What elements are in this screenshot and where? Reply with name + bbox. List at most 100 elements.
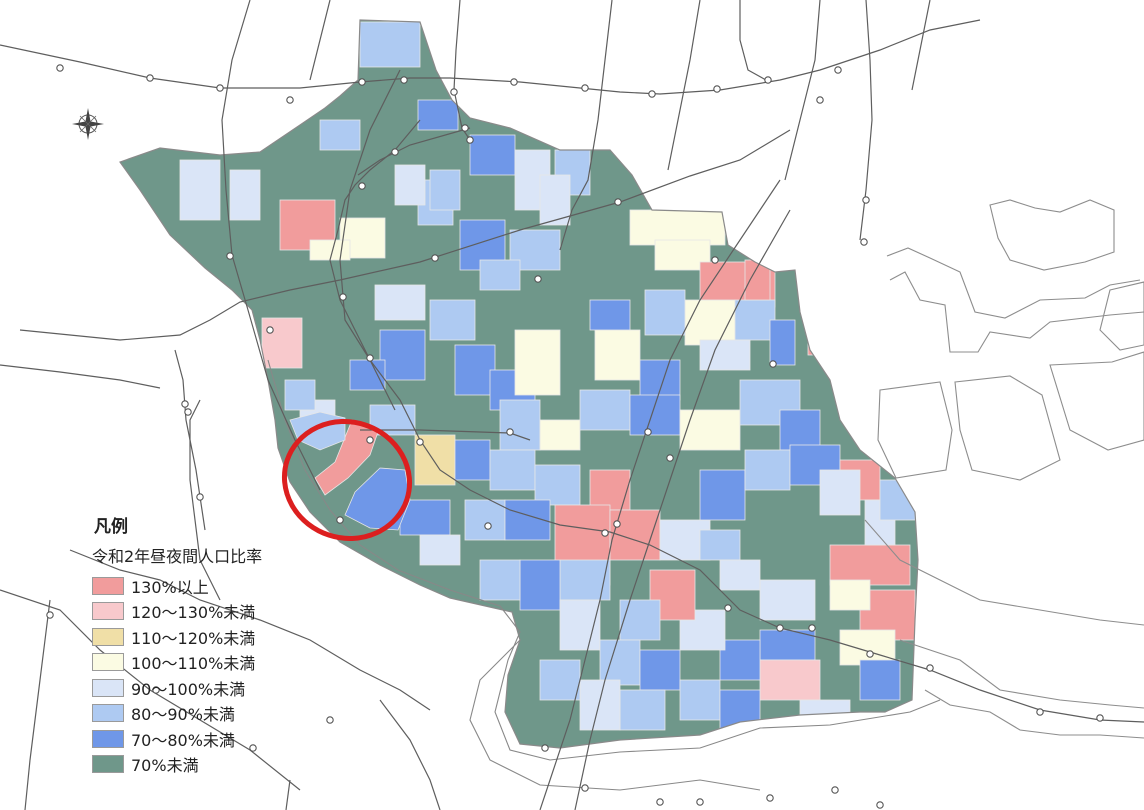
station-marker [184,408,192,416]
station-marker [831,786,839,794]
station-marker [400,76,408,84]
station-marker [581,784,589,792]
highlight-circle [281,419,413,541]
district-block [314,419,379,496]
district-block [394,164,426,206]
district-block [619,599,661,641]
harbor-outlines [864,199,1144,739]
district-block [719,689,761,731]
station-marker [601,529,609,537]
district-block [417,99,459,131]
station-marker [808,624,816,632]
legend-label: 70%未満 [131,756,199,776]
compass-icon [72,108,104,140]
district-block [839,347,881,399]
district-block [819,469,861,516]
station-marker [764,76,772,84]
station-marker [266,326,274,334]
district-block [454,344,496,396]
legend-swatch [92,704,124,723]
station-marker [876,801,884,809]
station-marker [613,520,621,528]
legend-swatch [92,602,124,621]
district-block [579,679,621,731]
district-block [499,399,541,451]
district-block [454,439,491,481]
station-marker [614,198,622,206]
district-block [429,169,461,211]
station-marker [644,428,652,436]
district-block [349,359,386,391]
district-block [644,289,686,336]
station-marker [216,84,224,92]
station-marker [834,66,842,74]
station-marker [816,96,824,104]
station-marker [484,522,492,530]
coastline [267,359,941,791]
legend-label: 70～80%未満 [131,730,235,750]
district-block [489,449,536,491]
station-marker [541,744,549,752]
district-block [319,119,361,151]
legend-swatch [92,653,124,672]
district-block [744,449,791,491]
station-marker [866,650,874,658]
station-marker [711,256,719,264]
legend-item: 120～130%未満 [92,599,332,625]
district-block [684,299,736,346]
district-block [799,261,886,308]
station-marker [860,238,868,246]
district-block [759,659,821,701]
legend-label: 120～130%未満 [131,603,256,623]
district-block [829,579,871,611]
district-block [619,689,666,731]
district-block [589,299,631,331]
district-block [519,559,561,611]
district-block [807,309,859,356]
legend-swatch [92,729,124,748]
district-block [534,464,581,506]
station-marker [862,196,870,204]
station-marker [226,252,234,260]
legend-swatch [92,576,124,595]
station-marker [656,798,664,806]
station-marker [466,136,474,144]
district-block [479,559,521,601]
district-block [261,317,303,369]
station-marker [56,64,64,72]
district-block [469,134,516,176]
station-marker [152,686,160,694]
district-block [859,659,901,701]
legend-label: 80～90%未満 [131,705,235,725]
district-block [514,329,561,396]
district-block [479,259,521,291]
district-block [229,169,261,221]
district-block [419,534,461,566]
district-block [719,559,761,591]
district-block [779,409,821,451]
legend-item: 100～110%未満 [92,650,332,676]
station-marker [249,744,257,752]
district-block [699,529,741,561]
district-block [639,649,681,691]
station-marker [696,798,704,806]
legend-title: 凡例 [94,517,128,537]
station-marker [46,611,54,619]
district-block [539,174,571,226]
station-marker [766,794,774,802]
station-marker [713,85,721,93]
district-block [379,329,426,381]
station-marker [181,400,189,408]
station-marker [416,438,424,446]
district-block [719,639,761,681]
district-block [839,629,896,666]
district-block [679,409,741,451]
district-block [309,239,351,261]
station-marker [461,124,469,132]
station-marker [366,354,374,362]
district-block [464,499,506,541]
legend-swatch [92,627,124,646]
